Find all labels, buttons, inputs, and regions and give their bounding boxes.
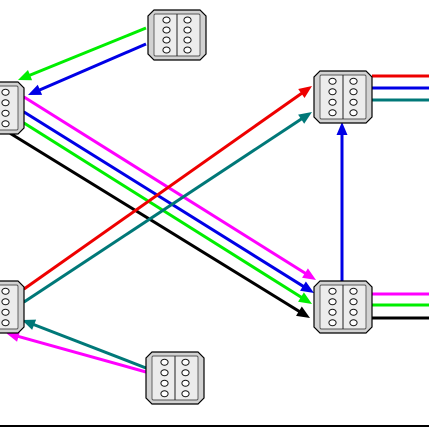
left-bottom-connector-pin: [1, 298, 10, 306]
right-top-connector-pin: [349, 98, 358, 106]
red-left-to-right-wire: [23, 86, 312, 291]
bottom-middle-connector-pin: [160, 379, 169, 387]
left-top-connector-pin: [1, 99, 10, 107]
green-top-to-left-arrowhead: [18, 70, 33, 81]
magenta-left-to-right-arrowhead: [302, 268, 316, 280]
magenta-bottom-to-left-wire: [6, 331, 147, 374]
top-middle-connector-pin: [162, 36, 171, 44]
left-top-connector-panel: [0, 85, 19, 131]
right-bottom-connector-pin: [328, 298, 337, 306]
left-bottom-connector-pin: [1, 287, 10, 295]
bottom-middle-connector-pin: [160, 358, 169, 366]
top-middle-connector-pin: [183, 16, 192, 24]
left-top-connector-pin: [1, 109, 10, 117]
left-top-connector-pin: [1, 120, 10, 128]
teal-left-to-right-arrowhead: [298, 112, 312, 124]
top-middle-connector-pin: [162, 26, 171, 34]
right-top-connector-pin: [328, 77, 337, 85]
green-top-to-left-line: [27, 26, 147, 78]
magenta-bottom-to-left-arrowhead: [6, 331, 20, 342]
black-left-to-right-line: [7, 130, 302, 314]
blue-left-to-right-arrowhead: [300, 281, 314, 293]
blue-top-to-left-line: [37, 42, 147, 93]
top-middle-connector-pin: [183, 46, 192, 54]
right-top-connector-pin: [328, 88, 337, 96]
bottom-middle-connector-pin: [160, 369, 169, 377]
teal-left-to-right-wire: [23, 112, 312, 304]
blue-bottom-to-top-arrowhead: [336, 122, 348, 135]
left-top-connector: [0, 81, 25, 135]
bottom-middle-connector: [145, 351, 205, 405]
top-middle-connector-pin: [183, 36, 192, 44]
left-bottom-connector-panel: [0, 284, 19, 330]
right-bottom-connector-pin: [328, 319, 337, 327]
right-bottom-connector-pin: [349, 298, 358, 306]
right-bottom-connector: [313, 280, 373, 334]
green-left-to-right-arrowhead: [298, 292, 312, 304]
green-left-to-right-wire: [23, 121, 312, 304]
bottom-middle-connector-pin: [181, 369, 190, 377]
top-middle-connector: [147, 9, 207, 61]
red-left-to-right-arrowhead: [298, 86, 312, 98]
bottom-middle-connector-pin: [160, 390, 169, 398]
top-middle-connector-pin: [183, 26, 192, 34]
right-top-connector-pin: [328, 98, 337, 106]
magenta-bottom-to-left-line: [16, 334, 147, 374]
connectors-layer: [0, 9, 373, 405]
magenta-left-to-right-wire: [23, 95, 316, 280]
blue-bottom-to-top-wire: [336, 122, 348, 281]
teal-left-to-right-line: [23, 116, 304, 304]
right-top-connector-pin: [349, 109, 358, 117]
blue-top-to-left-arrowhead: [28, 84, 43, 95]
right-bottom-connector-pin: [349, 308, 358, 316]
top-middle-connector-pin: [162, 46, 171, 54]
right-top-connector-pin: [328, 109, 337, 117]
red-left-to-right-line: [23, 91, 304, 291]
blue-left-to-right-wire: [23, 110, 314, 293]
right-top-connector: [313, 70, 373, 124]
bottom-middle-connector-pin: [181, 390, 190, 398]
left-bottom-connector-pin: [1, 319, 10, 327]
teal-bottom-to-left-arrowhead: [22, 319, 37, 330]
black-left-to-right-arrowhead: [296, 306, 310, 318]
blue-top-to-left-wire: [28, 42, 147, 95]
right-bottom-connector-pin: [328, 287, 337, 295]
right-top-connector-pin: [349, 77, 358, 85]
blue-left-to-right-line: [23, 110, 306, 289]
right-bottom-connector-pin: [349, 319, 358, 327]
left-bottom-connector-pin: [1, 308, 10, 316]
left-bottom-connector: [0, 280, 25, 334]
top-middle-connector-pin: [162, 16, 171, 24]
wires-layer: [6, 26, 429, 374]
green-top-to-left-wire: [18, 26, 147, 81]
right-bottom-connector-pin: [349, 287, 358, 295]
magenta-left-to-right-line: [23, 95, 308, 276]
right-bottom-connector-pin: [328, 308, 337, 316]
right-top-connector-pin: [349, 88, 358, 96]
black-left-to-right-wire: [7, 130, 310, 318]
bottom-middle-connector-pin: [181, 379, 190, 387]
teal-bottom-to-left-wire: [22, 319, 147, 370]
bottom-middle-connector-pin: [181, 358, 190, 366]
left-top-connector-pin: [1, 88, 10, 96]
teal-bottom-to-left-line: [31, 322, 147, 370]
